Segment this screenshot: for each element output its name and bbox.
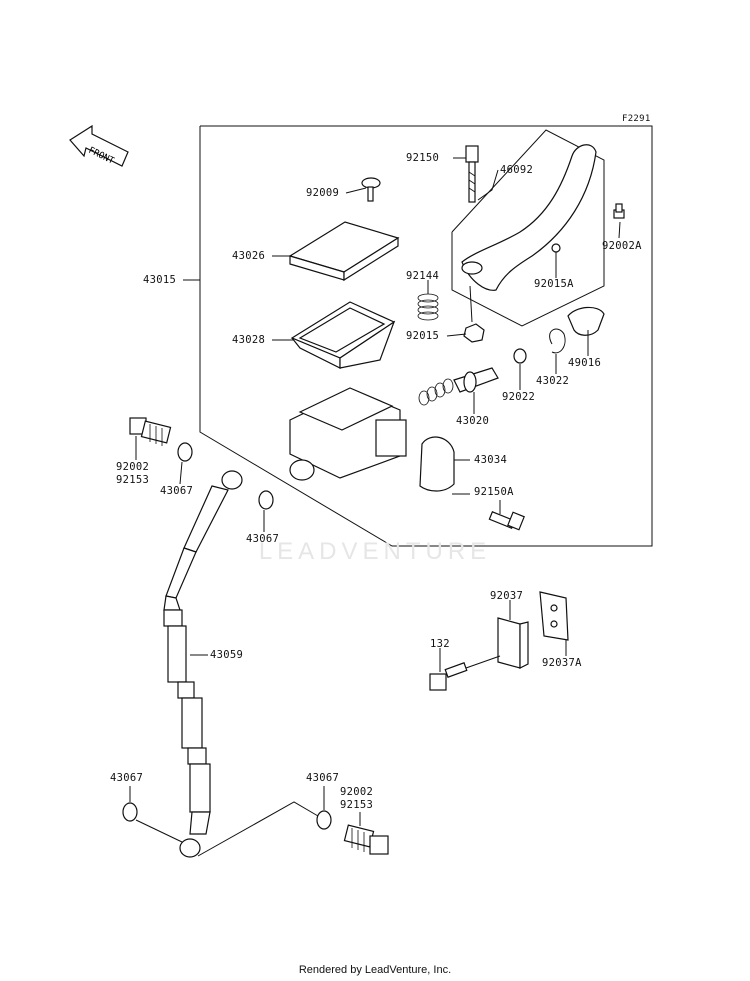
washer-92022-icon <box>513 348 527 364</box>
label-92150a: 92150A <box>474 486 514 498</box>
brake-lever-icon <box>461 144 597 291</box>
label-43067-bl: 43067 <box>110 772 144 784</box>
label-43028: 43028 <box>232 334 266 346</box>
circlip-icon <box>549 328 566 354</box>
lever-frame <box>451 129 605 327</box>
label-92153-bot: 92153 <box>340 799 374 811</box>
label-92002a: 92002A <box>602 240 642 252</box>
label-92037: 92037 <box>490 590 524 602</box>
washer-43067-bl-icon <box>122 802 138 822</box>
banjo-bolt-top-icon <box>129 417 172 446</box>
label-92153-top: 92153 <box>116 474 150 486</box>
label-92015a: 92015A <box>534 278 574 290</box>
label-46092: 46092 <box>500 164 534 176</box>
nut-92015-icon <box>463 323 485 343</box>
diaphragm-icon <box>290 301 396 369</box>
brake-hose-icon <box>163 470 243 858</box>
leader-lines <box>129 157 621 857</box>
watermark: LEADVENTURE <box>258 538 492 565</box>
bolt-132-icon <box>429 662 468 691</box>
footer-credit: Rendered by LeadVenture, Inc. <box>298 964 452 976</box>
label-49016: 49016 <box>568 357 602 369</box>
label-92144: 92144 <box>406 270 440 282</box>
washer-43067-top-icon <box>177 442 193 462</box>
label-43020: 43020 <box>456 415 490 427</box>
screw-92002a-icon <box>613 203 625 219</box>
washer-43067-mid-icon <box>258 490 274 510</box>
label-43067-top: 43067 <box>160 485 194 497</box>
label-92037a: 92037A <box>542 657 582 669</box>
label-92009: 92009 <box>306 187 340 199</box>
label-92015: 92015 <box>406 330 440 342</box>
master-cylinder-body-icon <box>289 387 407 481</box>
front-arrow-icon: FRONT <box>69 124 129 167</box>
bolt-92150-icon <box>465 145 479 203</box>
bracket-92037-icon <box>497 617 529 669</box>
clamp-icon <box>419 436 455 492</box>
label-92022: 92022 <box>502 391 536 403</box>
banjo-bolt-bottom-icon <box>343 824 389 855</box>
bracket-92037a-icon <box>539 591 569 641</box>
label-43026: 43026 <box>232 250 266 262</box>
dust-boot-icon <box>567 306 605 336</box>
label-43067-mid: 43067 <box>246 533 280 545</box>
label-43067-br: 43067 <box>306 772 340 784</box>
figure-code: F2291 <box>622 114 651 124</box>
washer-43067-br-icon <box>316 810 332 830</box>
piston-assembly-icon <box>418 367 499 406</box>
label-92150: 92150 <box>406 152 440 164</box>
label-92002-top: 92002 <box>116 461 150 473</box>
bolt-92150a-icon <box>488 511 525 531</box>
label-132: 132 <box>430 638 450 650</box>
assembly-frame <box>199 125 653 547</box>
screw-92009-icon <box>361 177 381 202</box>
label-43015: 43015 <box>143 274 177 286</box>
label-43059: 43059 <box>210 649 244 661</box>
spring-92144-icon <box>417 293 439 321</box>
label-92002-bot: 92002 <box>340 786 374 798</box>
label-43022: 43022 <box>536 375 570 387</box>
label-43034: 43034 <box>474 454 508 466</box>
